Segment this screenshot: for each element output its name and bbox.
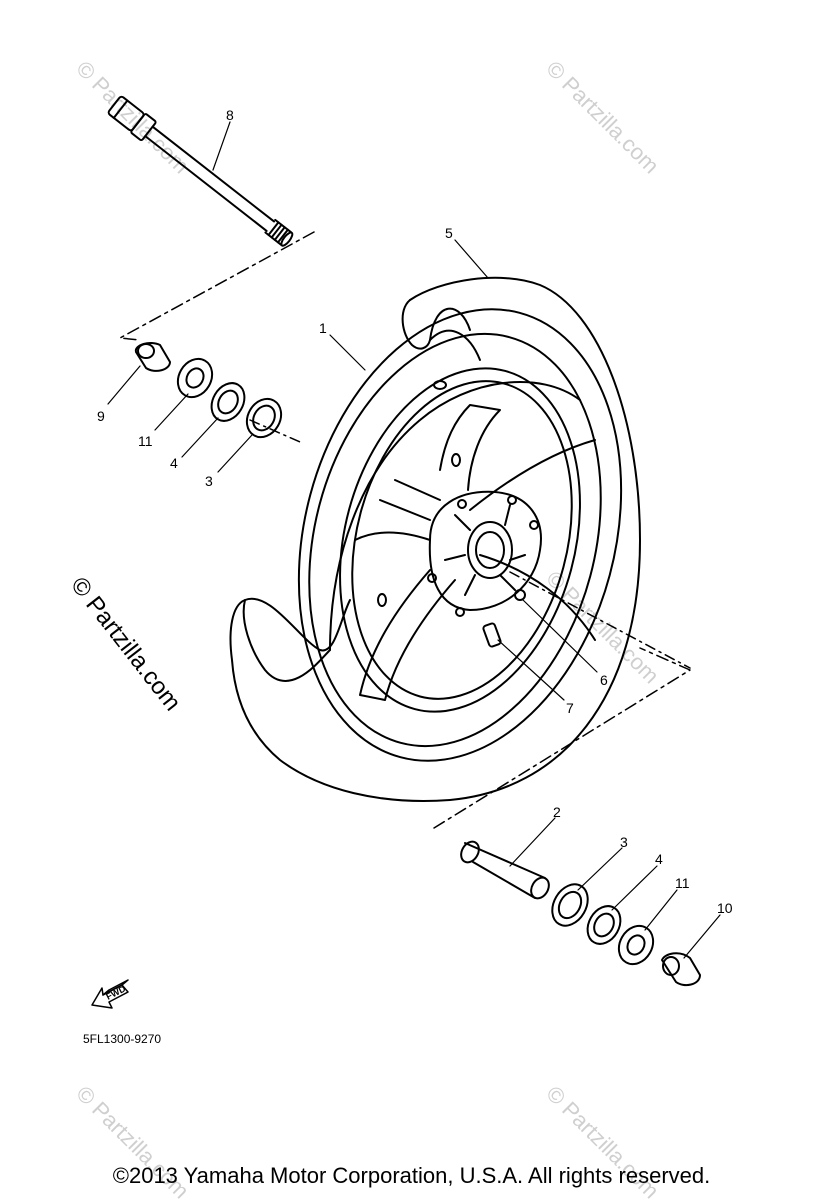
- left-bearing-stack: [134, 342, 283, 439]
- callout-10: 10: [717, 900, 733, 916]
- watermark-main: © Partzilla.com: [65, 572, 186, 716]
- callout-4-right: 4: [655, 851, 663, 867]
- callout-3-right: 3: [620, 834, 628, 850]
- assembly-lines: [119, 231, 691, 829]
- callout-labels: 8 5 1 9 11 4 3 6 7 2 3 4 11 10: [97, 107, 733, 916]
- tire-and-rim: [229, 276, 641, 802]
- callout-1: 1: [319, 320, 327, 336]
- callout-2: 2: [553, 804, 561, 820]
- right-bearing-stack: [460, 840, 701, 987]
- callout-3-left: 3: [205, 473, 213, 489]
- callout-4-left: 4: [170, 455, 178, 471]
- callout-11-left: 11: [138, 433, 153, 449]
- fwd-arrow-icon: FWD: [91, 979, 129, 1009]
- leader-lines: [107, 121, 721, 959]
- diagram-code: 5FL1300-9270: [83, 1032, 161, 1046]
- watermark-group: © Partzilla.com © Partzilla.com © Partzi…: [65, 56, 664, 1200]
- callout-11-right: 11: [675, 875, 690, 891]
- callout-5: 5: [445, 225, 453, 241]
- watermark-2: © Partzilla.com: [541, 56, 664, 179]
- callout-7: 7: [566, 700, 574, 716]
- watermark-3: © Partzilla.com: [541, 566, 664, 689]
- callout-9: 9: [97, 408, 105, 424]
- copyright-notice: ©2013 Yamaha Motor Corporation, U.S.A. A…: [112, 1163, 711, 1188]
- front-axle: [107, 95, 294, 247]
- callout-6: 6: [600, 672, 608, 688]
- callout-8: 8: [226, 107, 234, 123]
